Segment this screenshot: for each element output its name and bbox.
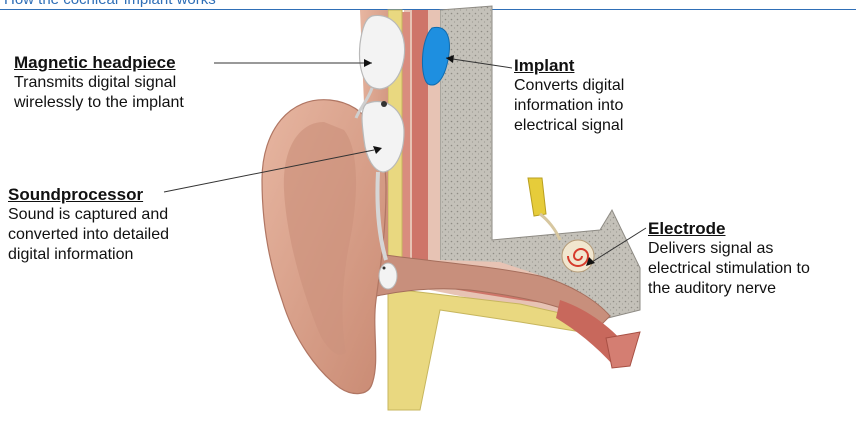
- cochlea: [562, 240, 594, 272]
- soundprocessor-title: Soundprocessor: [8, 185, 169, 205]
- middle-ear-structures: [528, 178, 560, 240]
- implant-description: Converts digital information into electr…: [514, 76, 624, 136]
- headpiece-description: Transmits digital signal wirelessly to t…: [14, 73, 184, 113]
- soundprocessor-description: Sound is captured and converted into det…: [8, 205, 169, 265]
- headpiece-title: Magnetic headpiece: [14, 53, 184, 73]
- callout-electrode: Electrode Delivers signal as electrical …: [648, 219, 810, 299]
- implant-title: Implant: [514, 56, 624, 76]
- callout-magnetic-headpiece: Magnetic headpiece Transmits digital sig…: [14, 53, 184, 113]
- electrode-title: Electrode: [648, 219, 810, 239]
- electrode-description: Delivers signal as electrical stimulatio…: [648, 239, 810, 299]
- callout-implant: Implant Converts digital information int…: [514, 56, 624, 136]
- callout-soundprocessor: Soundprocessor Sound is captured and con…: [8, 185, 169, 265]
